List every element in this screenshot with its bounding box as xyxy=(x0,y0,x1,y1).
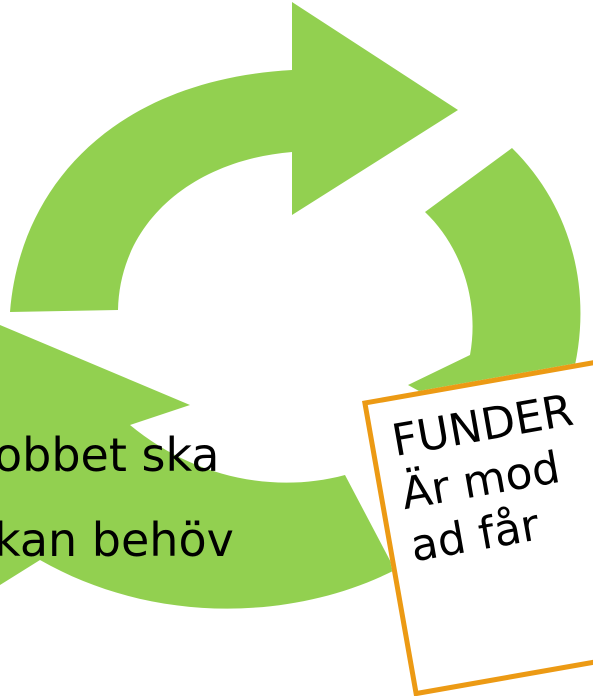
note-box: FUNDER Är mod ad får xyxy=(362,348,593,696)
body-text-line-1: obbet ska xyxy=(0,428,220,482)
cycle-arrow-bottom xyxy=(0,325,395,609)
cycle-arrow-top xyxy=(10,2,458,312)
body-text-line-2: kan behöv xyxy=(0,513,234,567)
